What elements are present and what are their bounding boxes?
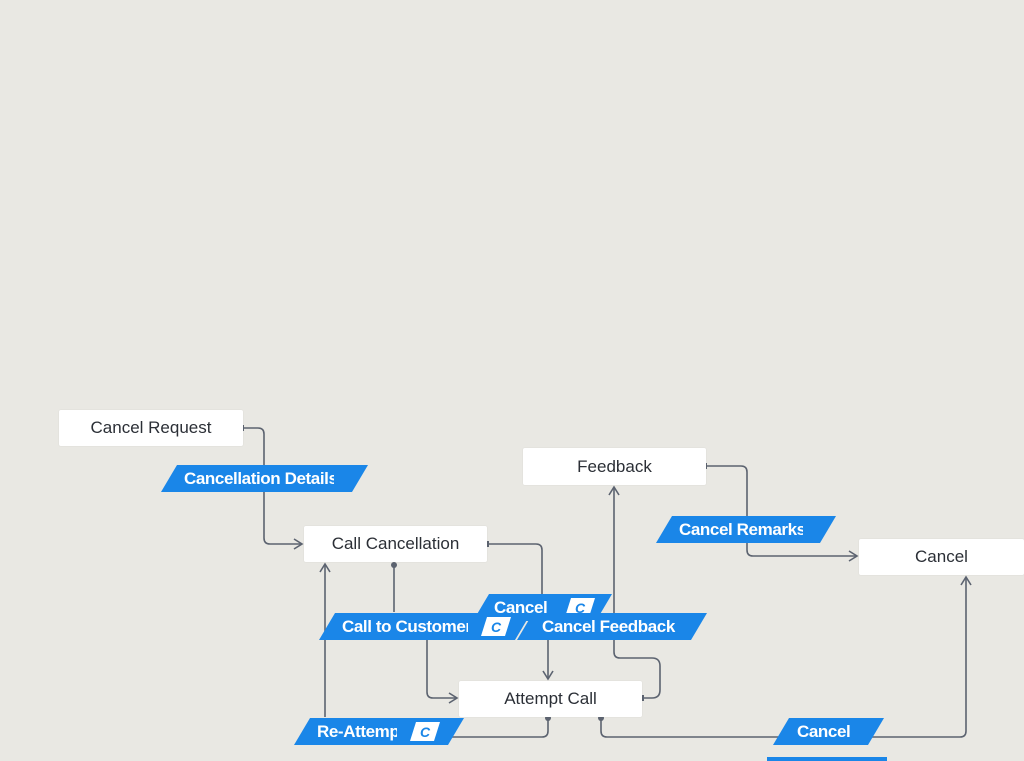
state-call-cancellation[interactable]: Call Cancellation: [304, 526, 487, 562]
connector-call-cancellation-to-feedback: [487, 543, 543, 612]
action-shape: [656, 516, 836, 543]
action-call-to-customer[interactable]: Call to Customer C: [319, 613, 531, 640]
state-label: Feedback: [577, 456, 652, 476]
state-feedback[interactable]: Feedback: [523, 448, 706, 485]
action-offscreen-edge: [767, 757, 887, 761]
connector-feedback-to-cancel: [707, 465, 859, 562]
action-label: Cancellation Details: [184, 469, 334, 488]
state-label: Cancel Request: [90, 418, 212, 437]
action-shape: [161, 465, 368, 492]
c-badge-icon[interactable]: C: [565, 598, 595, 617]
state-cancel[interactable]: Cancel: [859, 539, 1024, 575]
c-badge-icon[interactable]: C: [481, 617, 511, 636]
action-label: Cancel Remarks: [679, 520, 803, 539]
action-shape: [517, 613, 707, 640]
badge-letter: C: [490, 618, 502, 635]
badge-letter: C: [574, 599, 586, 616]
action-shape: [773, 718, 884, 745]
action-label: Cancel: [797, 722, 851, 741]
action-cancellation-details[interactable]: Cancellation Details: [161, 465, 368, 492]
state-label: Call Cancellation: [331, 534, 460, 553]
connector-attempt-call-to-cancel: [600, 575, 972, 738]
connector-call-customer-to-attempt-call: [426, 640, 459, 704]
c-badge-icon[interactable]: C: [410, 722, 440, 741]
action-label: Cancel: [494, 598, 547, 617]
connector-attempt-call-to-feedback: [608, 485, 661, 699]
action-cancel-bottom[interactable]: Cancel: [773, 718, 884, 745]
state-label: Cancel: [915, 547, 968, 566]
state-cancel-request[interactable]: Cancel Request: [59, 410, 243, 446]
action-label: Call to Customer: [342, 617, 468, 636]
state-label: Attempt Call: [504, 689, 597, 708]
action-cancel-remarks[interactable]: Cancel Remarks: [656, 516, 836, 543]
action-label: Re-Attempt: [317, 722, 397, 741]
action-label: Cancel Feedback: [542, 617, 675, 636]
connector-attempt-call-to-re-attempt: [452, 717, 549, 738]
badge-letter: C: [419, 723, 431, 740]
action-re-attempt[interactable]: Re-Attempt C: [294, 718, 464, 745]
action-cancel-feedback[interactable]: Cancel Feedback: [517, 613, 707, 640]
state-attempt-call[interactable]: Attempt Call: [459, 681, 642, 717]
